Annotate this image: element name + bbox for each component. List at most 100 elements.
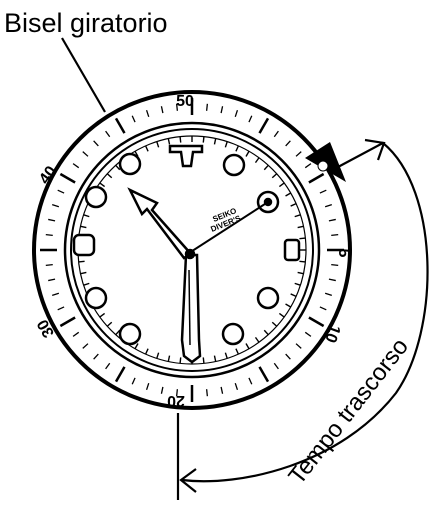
bezel-tick (248, 115, 253, 123)
dial-minute-tick (99, 312, 106, 318)
bezel-tick (48, 278, 56, 282)
bezel-tick (220, 106, 224, 114)
bezel-tick (331, 233, 339, 237)
dial-minute-tick (167, 138, 171, 145)
elapsed-arc (181, 142, 429, 483)
hour-marker-12 (168, 144, 204, 168)
bezel-tick (308, 172, 325, 184)
dial-minute-tick (245, 150, 250, 157)
bezel-tick (114, 117, 126, 134)
bezel-tick (48, 218, 56, 222)
dial-minute-tick (297, 225, 304, 229)
dial-minute-tick (179, 357, 182, 364)
bezel-tick (234, 382, 239, 391)
dial-minute-tick (254, 336, 260, 343)
bezel-number-30: 30 (34, 316, 58, 340)
dial-minute-tick (106, 173, 113, 179)
bezel-tick (295, 343, 302, 349)
bezel-number-50: 50 (176, 93, 194, 110)
bezel-tick (57, 189, 65, 194)
bezel-tick (51, 292, 60, 297)
dial-minute-tick (179, 136, 182, 143)
bezel-tick (273, 130, 279, 138)
dial-minute-tick (235, 145, 240, 152)
bezel-number-5: 5 (335, 249, 352, 258)
dial-minute-tick (202, 136, 205, 143)
second-hand (185, 201, 269, 256)
hour-marker-4 (256, 286, 280, 310)
bezel-tick (45, 263, 53, 267)
elapsed-leader-line (337, 142, 384, 168)
bezel-tick (105, 130, 111, 138)
bezel-marker (305, 142, 346, 182)
bezel-tick (145, 109, 150, 118)
dial-minute-tick (144, 145, 149, 152)
bezel-tick (319, 189, 327, 194)
dial-minute-tick (213, 355, 217, 362)
dial-minute-tick (106, 321, 113, 327)
bezel-tick (131, 115, 136, 123)
hour-hand (127, 187, 193, 260)
dial-minute-tick (245, 343, 250, 350)
bezel-tick (45, 233, 53, 237)
dial-minute-tick (290, 202, 297, 207)
hour-markers (72, 144, 301, 346)
dial-minute-tick (299, 260, 306, 263)
arrow-head-bottom (179, 468, 197, 493)
bezel-tick (304, 331, 312, 337)
bezel-tick (328, 278, 336, 282)
bezel-tick (82, 151, 89, 157)
bezel-tick (57, 306, 65, 311)
hour-marker-9 (72, 233, 96, 257)
bezel-tick (82, 343, 89, 349)
hour-marker-10 (84, 185, 108, 209)
bezel-tick (324, 292, 333, 297)
bezel-tick (145, 382, 150, 391)
dial-minute-tick (80, 271, 87, 275)
bezel-tick (93, 353, 99, 360)
bezel-tick (131, 377, 136, 385)
dial-minute-tick (134, 150, 139, 157)
dial-minute-tick (156, 141, 160, 148)
bezel-tick (319, 306, 327, 311)
bezel-tick (328, 218, 336, 222)
hour-marker-5 (221, 322, 245, 346)
bezel-tick (205, 103, 209, 111)
bezel-tick (160, 386, 164, 394)
dial-minute-tick (115, 164, 121, 171)
hour-marker-7 (118, 322, 142, 346)
bezel-tick (285, 140, 291, 147)
dial-minute-tick (285, 192, 292, 197)
dial-minute-tick (235, 348, 240, 355)
bezel-tick (59, 316, 76, 328)
dial-minute-tick (285, 303, 292, 308)
bezel-tick (331, 263, 339, 267)
dial-minute-tick (134, 343, 139, 350)
bezel-tick (51, 203, 60, 208)
watch-hands (127, 187, 273, 364)
dial-minute-tick (83, 214, 90, 218)
bezel-tick (175, 389, 179, 397)
bezel-number-20: 20 (167, 392, 185, 409)
arrow-head-top (364, 138, 386, 161)
dial-minute-tick (263, 164, 269, 171)
minute-hand (180, 253, 202, 364)
bezel-tick (248, 377, 253, 385)
dial-minute-tick (83, 282, 90, 286)
dial-minute-tick (294, 282, 301, 286)
dial-minute-tick (80, 225, 87, 229)
bezel-tick (234, 109, 239, 118)
bezel-tick (258, 117, 270, 134)
dial-minute-tick (271, 173, 278, 179)
dial-minute-tick (278, 312, 285, 318)
bezel-number-10: 10 (321, 322, 343, 345)
bezel-tick (205, 389, 209, 397)
bezel-tick (295, 151, 302, 157)
dial-minute-tick (156, 352, 160, 359)
bezel-tick (93, 140, 99, 147)
bezel-tick (72, 331, 80, 337)
bezel-tick (105, 362, 111, 370)
bezel-tick (175, 103, 179, 111)
elapsed-time-indicator (176, 138, 429, 500)
